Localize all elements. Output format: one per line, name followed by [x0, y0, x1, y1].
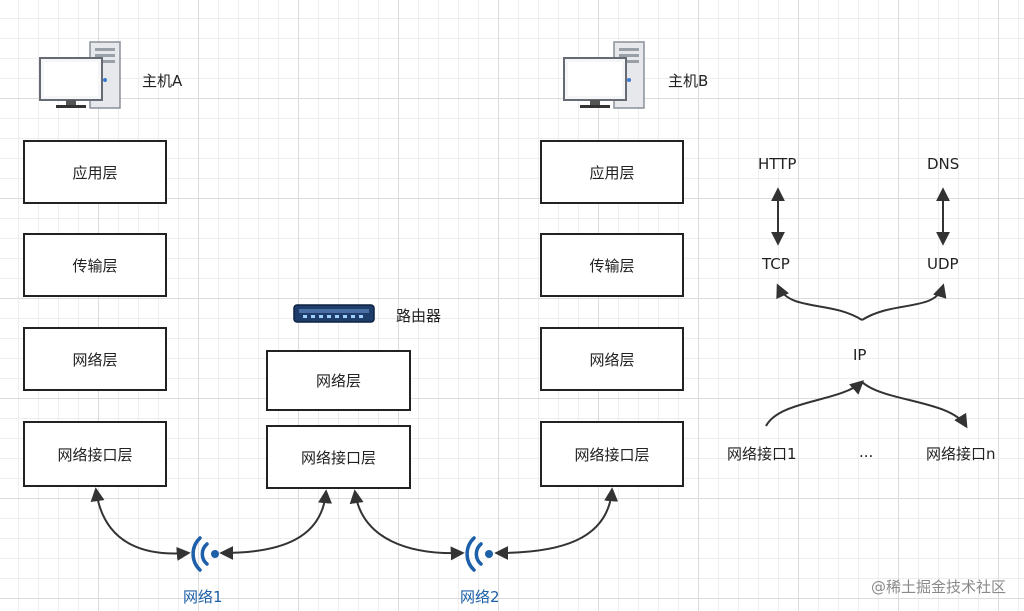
router-network-layer: 网络层: [266, 350, 411, 411]
host-b-network-layer: 网络层: [540, 327, 684, 391]
host-a-network-interface-layer: 网络接口层: [23, 421, 167, 487]
host-b-application-layer: 应用层: [540, 140, 684, 204]
host-a-application-layer: 应用层: [23, 140, 167, 204]
arrow-ip-udp: [861, 283, 947, 321]
wifi-icon-network2: [460, 530, 500, 578]
host-b-network-interface-layer: 网络接口层: [540, 421, 684, 487]
link-network1-router: [219, 489, 332, 560]
watermark-text: @稀土掘金技术社区: [870, 578, 1006, 596]
arrow-interface-ip: [765, 380, 865, 427]
interface-1-label: 网络接口1: [727, 445, 797, 463]
network2-label: 网络2: [460, 588, 500, 606]
router-icon: [293, 302, 375, 324]
link-network2-host-b: [494, 487, 619, 560]
host-a-label: 主机A: [142, 72, 183, 90]
host-a-network-layer: 网络层: [23, 327, 167, 391]
wifi-icon-network1: [186, 530, 226, 578]
link-host-a-network1: [90, 487, 191, 561]
link-router-network2: [349, 489, 465, 561]
interface-n-label: 网络接口n: [926, 445, 996, 463]
arrow-ip-tcp: [776, 283, 863, 321]
router-network-interface-layer: 网络接口层: [266, 425, 411, 489]
computer-icon-host-a: [38, 40, 124, 110]
protocol-http: HTTP: [758, 155, 797, 173]
network1-label: 网络1: [183, 588, 223, 606]
protocol-ip: IP: [853, 346, 867, 364]
host-a-transport-layer: 传输层: [23, 233, 167, 297]
computer-icon-host-b: [562, 40, 648, 110]
protocol-tcp: TCP: [762, 255, 790, 273]
host-b-transport-layer: 传输层: [540, 233, 684, 297]
host-b-label: 主机B: [668, 72, 709, 90]
arrow-ip-interface-n: [861, 381, 968, 429]
router-label: 路由器: [396, 307, 442, 325]
protocol-udp: UDP: [927, 255, 959, 273]
protocol-dns: DNS: [927, 155, 960, 173]
interface-ellipsis: ...: [859, 443, 874, 461]
